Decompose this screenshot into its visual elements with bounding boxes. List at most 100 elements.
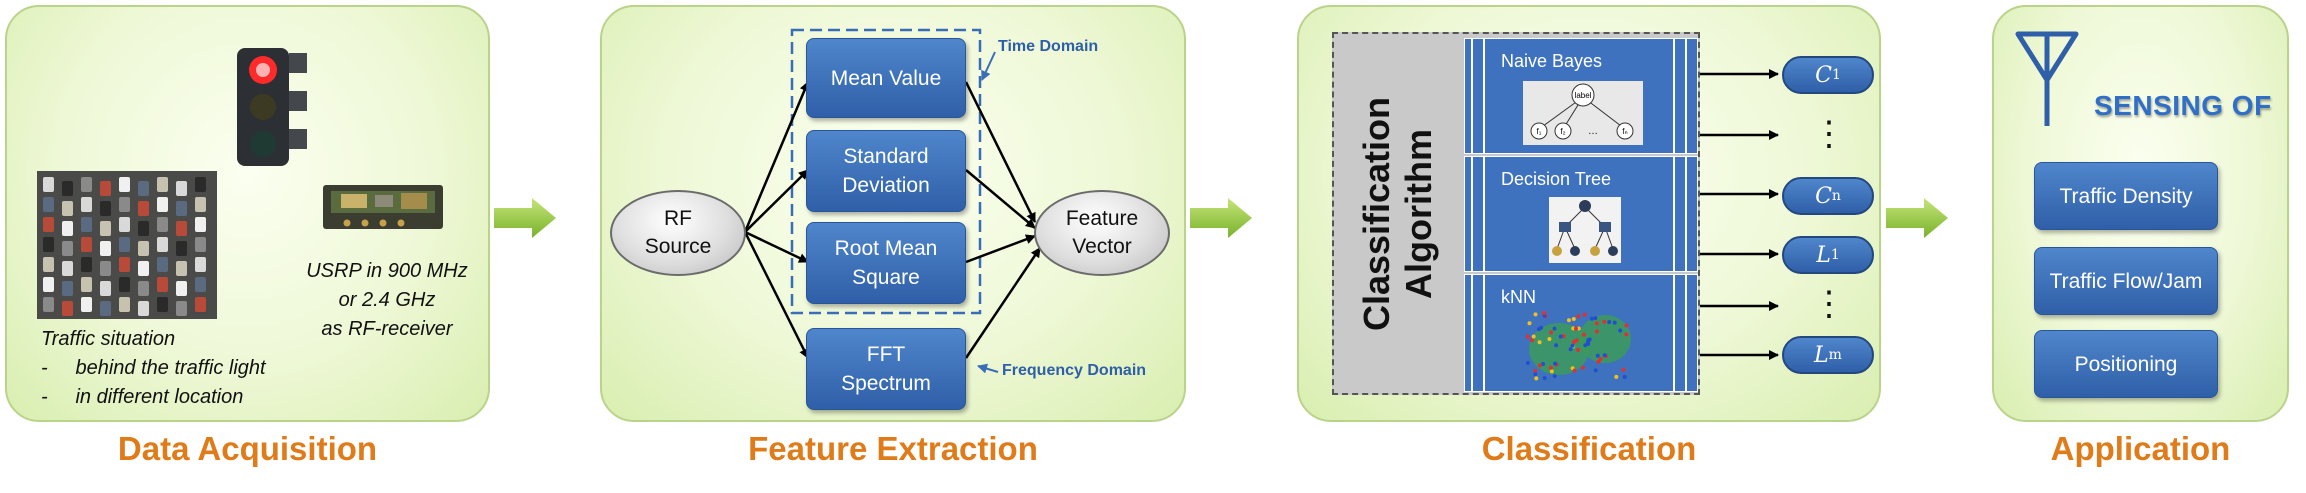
car-shape [195,177,206,192]
knn-point [1558,334,1563,339]
car-shape [138,201,149,216]
car-shape [81,277,92,292]
car-shape [176,301,187,316]
car-shape [138,221,149,236]
bayes-leaf-label: f₂ [1560,127,1565,136]
knn-point [1576,314,1581,319]
stage-title-application: Application [2050,430,2231,467]
knn-point [1602,353,1607,358]
car-shape [100,241,111,256]
positioning-box: Positioning [2034,330,2218,398]
knn-point [1553,361,1558,366]
knn-point [1525,360,1530,365]
traffic-flow-box: Traffic Flow/Jam [2034,247,2218,315]
algorithm-name: Decision Tree [1501,169,1612,189]
car-shape [43,277,54,292]
bayes-leaf-label: … [1588,126,1598,137]
mean-value-box: Mean Value [806,38,966,118]
knn-point [1552,326,1557,331]
knn-point [1530,338,1534,343]
car-shape [43,257,54,272]
knn-point [1593,316,1598,321]
car-shape [119,297,130,312]
time-domain-note: Time Domain [998,38,1099,55]
algorithm-stripe [1471,157,1485,271]
car-shape [195,197,206,212]
car-shape [62,181,73,196]
car-shape [62,261,73,276]
car-shape [119,197,130,212]
car-shape [157,177,168,192]
car-shape [43,297,54,312]
algorithm-name: kNN [1501,287,1536,307]
algorithm-stripe [1673,275,1687,391]
car-shape [81,237,92,252]
data-acquisition-panel: USRP in 900 MHz or 2.4 GHz as RF-receive… [5,5,490,422]
knn-point [1596,359,1601,364]
decision-tree-icon [1549,197,1621,263]
stage-title-feature-extraction: Feature Extraction [748,430,1038,467]
car-shape [195,237,206,252]
ellipsis-icon: ⋮ [1812,285,1846,323]
knn-point [1552,374,1557,379]
algorithm-row-naive-bayes: Naive Bayes label f₁ f₂ … fₙ [1464,38,1698,154]
knn-point [1624,332,1629,337]
car-shape [81,197,92,212]
knn-point [1537,340,1542,345]
traffic-photo [37,171,217,319]
car-shape [62,281,73,296]
car-shape [157,217,168,232]
car-shape [100,181,111,196]
traffic-caption-item: - behind the traffic light [41,357,266,379]
car-shape [100,281,111,296]
bayes-network-icon: label f₁ f₂ … fₙ [1523,81,1643,145]
algorithm-row-knn: kNN [1464,274,1698,392]
stage-title-data-acquisition: Data Acquisition [117,430,378,467]
knn-point [1538,363,1542,368]
car-shape [195,257,206,272]
traffic-caption-item: - in different location [41,386,244,408]
car-shape [100,221,111,236]
knn-point [1622,375,1627,379]
car-shape [176,201,187,216]
knn-point [1571,317,1576,321]
knn-point [1595,353,1600,358]
knn-point [1572,368,1577,373]
knn-point [1612,320,1617,325]
flow-arrow-icon [1886,198,1948,243]
traffic-caption-title: Traffic situation [41,328,176,350]
usrp-device-image [321,177,446,237]
car-shape [138,301,149,316]
knn-point [1541,362,1545,366]
antenna-icon [2015,31,2079,126]
car-shape [195,277,206,292]
knn-point [1594,329,1599,334]
car-shape [43,177,54,192]
knn-point [1624,323,1629,328]
car-shape [176,241,187,256]
usrp-caption: USRP in 900 MHz or 2.4 GHz as RF-receive… [306,260,468,340]
car-shape [138,241,149,256]
car-shape [176,221,187,236]
car-shape [157,277,168,292]
algorithm-stripe [1471,275,1485,391]
knn-point [1533,369,1538,373]
car-shape [100,261,111,276]
traffic-caption: Traffic situation - behind the traffic l… [41,325,301,412]
bayes-root-label: label [1575,91,1592,100]
car-shape [62,301,73,316]
car-shape [81,217,92,232]
frequency-domain-note: Frequency Domain [1002,362,1147,379]
knn-point [1589,316,1594,321]
algorithm-row-decision-tree: Decision Tree [1464,156,1698,272]
knn-point [1567,318,1571,323]
car-shape [100,301,111,316]
car-shape [176,281,187,296]
